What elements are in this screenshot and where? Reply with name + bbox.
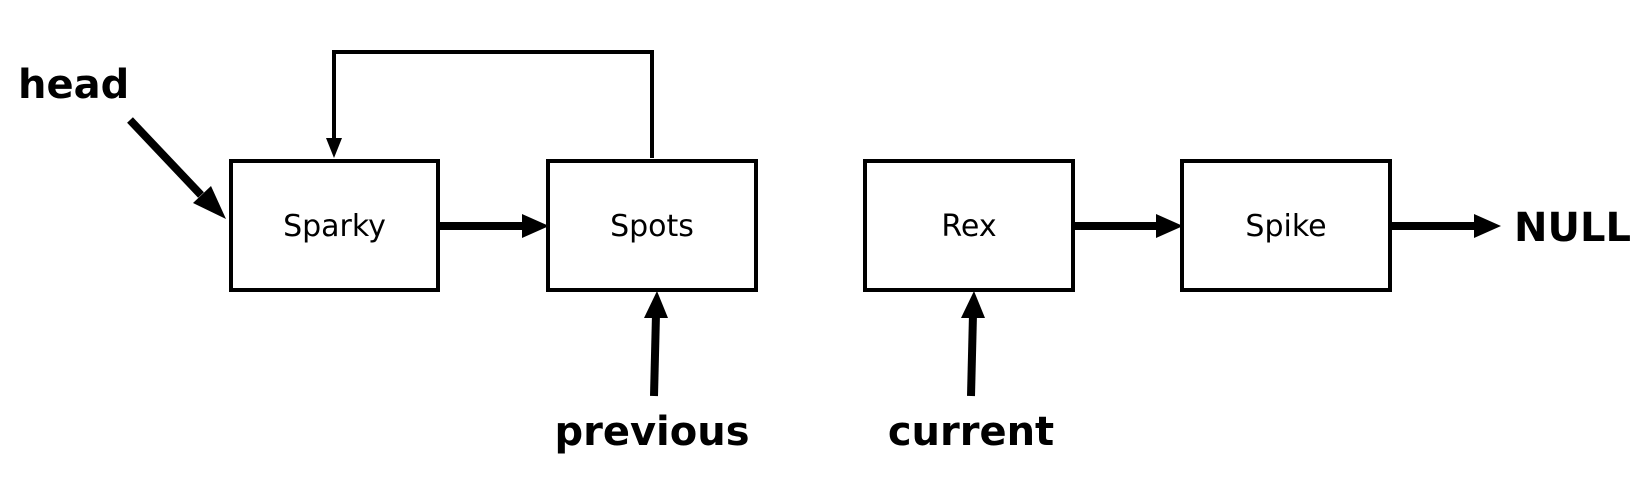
- previous-arrow: [644, 291, 668, 397]
- rex-to-spike-arrow: [1075, 214, 1183, 238]
- spike-to-null-arrow: [1392, 214, 1501, 238]
- node-spike-label: Spike: [1245, 209, 1326, 244]
- previous-label: previous: [554, 409, 749, 455]
- spots-to-sparky-loop-arrow: [326, 50, 654, 158]
- head-label: head: [18, 62, 129, 108]
- sparky-to-spots-arrow: [440, 214, 549, 238]
- node-spots-label: Spots: [610, 209, 694, 244]
- node-sparky: Sparky: [229, 159, 440, 292]
- current-label: current: [888, 409, 1054, 455]
- null-label: NULL: [1514, 205, 1631, 251]
- node-spots: Spots: [546, 159, 758, 292]
- node-rex: Rex: [863, 159, 1075, 292]
- node-rex-label: Rex: [941, 209, 996, 244]
- node-spike: Spike: [1180, 159, 1392, 292]
- current-arrow: [961, 291, 985, 397]
- head-arrow: [127, 117, 226, 219]
- node-sparky-label: Sparky: [283, 209, 386, 244]
